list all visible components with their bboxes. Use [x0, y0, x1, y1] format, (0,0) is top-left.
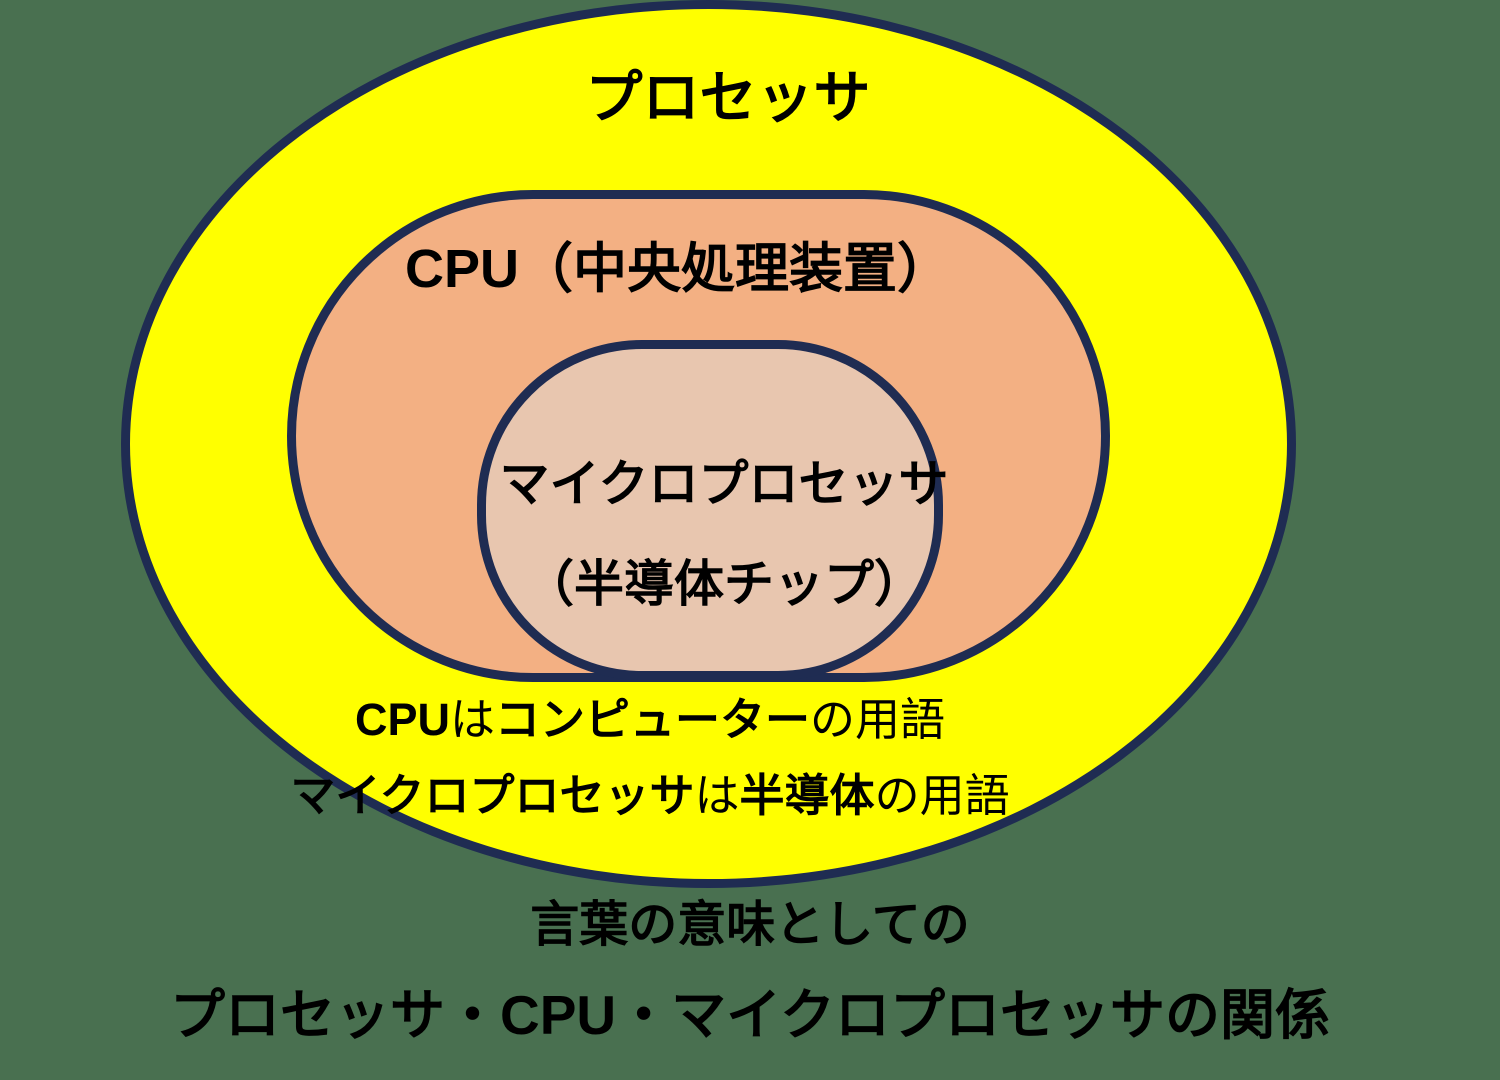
note-line-cpu: CPUはコンピューターの用語 — [250, 682, 1050, 758]
note1-domain: コンピューター — [495, 694, 811, 745]
diagram-caption: 言葉の意味としての プロセッサ・CPU・マイクロプロセッサの関係 — [150, 895, 1350, 1050]
note2-term: マイクロプロセッサ — [290, 770, 695, 821]
caption-line1: 言葉の意味としての — [530, 898, 970, 952]
note-line-microprocessor: マイクロプロセッサは半導体の用語 — [250, 758, 1050, 834]
microprocessor-set-rounded-rect — [477, 340, 943, 680]
microprocessor-label-line1: マイクロプロセッサ — [499, 456, 949, 512]
microprocessor-label: マイクロプロセッサ （半導体チップ） — [404, 434, 1044, 634]
terminology-notes: CPUはコンピューターの用語 マイクロプロセッサは半導体の用語 — [250, 682, 1050, 834]
processor-label: プロセッサ — [585, 66, 871, 130]
microprocessor-label-line2: （半導体チップ） — [524, 556, 924, 612]
note2-domain: 半導体 — [739, 770, 875, 821]
note1-suffix: の用語 — [810, 694, 946, 745]
note1-particle: は — [449, 694, 495, 745]
note1-term: CPU — [354, 694, 450, 745]
caption-line2: プロセッサ・CPU・マイクロプロセッサの関係 — [169, 984, 1331, 1046]
note2-suffix: の用語 — [874, 770, 1010, 821]
note2-particle: は — [694, 770, 740, 821]
cpu-label: CPU（中央処理装置） — [404, 239, 951, 299]
